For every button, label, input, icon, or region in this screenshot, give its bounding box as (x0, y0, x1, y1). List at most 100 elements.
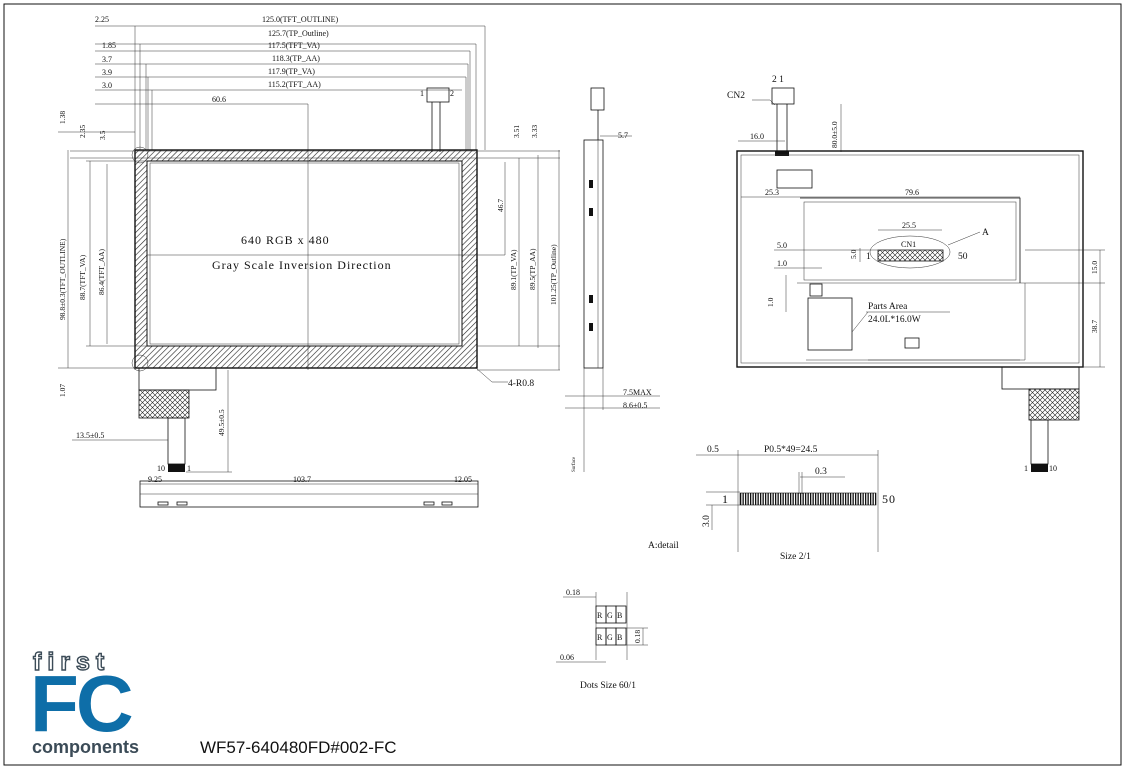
side-note: Surface (572, 456, 577, 472)
rear-outline (736, 150, 1084, 368)
dot-scale: Dots Size 60/1 (580, 681, 636, 691)
dim-left-1-85: 1.85 (102, 41, 116, 50)
dim-tp-va-width: 117.9(TP_VA) (268, 67, 315, 76)
dim-v-3-51: 3.51 (512, 125, 521, 138)
fpc-stiffener (138, 389, 190, 419)
dim-tft-aa-width: 115.2(TFT_AA) (268, 80, 321, 89)
rear-view: 2 1 CN2 16.0 80.0±5.0 25.3 79.6 25.5 CN1… (727, 75, 1105, 473)
corner-radius-label: 4-R0.8 (508, 379, 534, 389)
dim-tft-va-width: 117.5(TFT_VA) (268, 41, 320, 50)
model-number: WF57-640480FD#002-FC (200, 738, 397, 757)
front-connector-pin1: 1 (420, 89, 424, 98)
dim-left-3-0: 3.0 (102, 81, 112, 90)
dim-v-1-38: 1.38 (58, 111, 67, 124)
detail-3-0: 3.0 (702, 515, 712, 527)
dim-rear-1-0: 1.0 (777, 259, 787, 268)
dot-detail: 0.18 R G B R G B 0.18 0.06 Dots Size 60/… (556, 588, 648, 691)
front-connector-pin2: 2 (450, 89, 454, 98)
company-logo: first FC components (30, 648, 170, 760)
parts-area-size: 24.0L*16.0W (868, 315, 921, 325)
dim-bottom-9-25: 9.25 (148, 475, 162, 484)
page-border (3, 3, 1122, 766)
cn2-connector (771, 87, 795, 105)
dim-side-8-6: 8.6±0.5 (623, 401, 647, 410)
dim-tp-outline-width: 125.7(TP_Outline) (268, 29, 329, 38)
dot-dim-0-18: 0.18 (566, 588, 580, 597)
dim-bottom-12-05: 12.05 (454, 475, 472, 484)
detail-a: 0.5 P0.5*49=24.5 0.3 1 50 3.0 A:detail S… (648, 445, 896, 562)
dim-left-3-9: 3.9 (102, 68, 112, 77)
rear-fpc-pin-1: 1 (1024, 464, 1028, 473)
detail-0-3: 0.3 (815, 467, 827, 477)
detail-pitch: P0.5*49=24.5 (764, 445, 818, 455)
fpc-contacts (168, 464, 185, 472)
parts-area-label: Parts Area (868, 302, 908, 312)
fpc-pin-1: 1 (187, 464, 191, 473)
dot-g-1: G (607, 611, 613, 620)
fpc-tail (167, 417, 186, 465)
dim-rear-5-0-v: 5.0 (849, 249, 858, 259)
dim-rear-5-0: 5.0 (777, 241, 787, 250)
inversion-label: Gray Scale Inversion Direction (212, 258, 392, 272)
rear-fpc-pin-10: 10 (1049, 464, 1057, 473)
dim-rear-38-7: 38.7 (1090, 320, 1099, 333)
dot-dim-0-06: 0.06 (560, 653, 574, 662)
dim-center-60-6: 60.6 (212, 95, 226, 104)
dim-tft-outline-height: 98.8±0.3(TFT_OUTLINE) (58, 238, 67, 320)
dim-v-1-07: 1.07 (58, 384, 67, 397)
cn2-label: CN2 (727, 91, 745, 101)
logo-first: first (32, 648, 111, 676)
dim-fpc-length: 49.5±0.5 (217, 409, 226, 436)
detail-contact-row (739, 492, 877, 506)
fpc-upper (138, 367, 217, 391)
dim-v-3-5: 3.5 (98, 130, 107, 140)
rear-fpc-stiffener (1028, 388, 1080, 421)
cn2-pins: 2 1 (772, 75, 784, 85)
dim-v-46-7: 46.7 (496, 199, 505, 212)
dot-b-2: B (617, 633, 622, 642)
dot-dim-0-18-v: 0.18 (633, 630, 642, 643)
dim-tp-va-height: 89.1(TP_VA) (509, 249, 518, 290)
dim-rear-15-0: 15.0 (1090, 261, 1099, 274)
active-area (146, 160, 463, 347)
dot-b-1: B (617, 611, 622, 620)
cn1-pin-1: 1 (866, 252, 871, 262)
detail-pin-50: 50 (882, 492, 896, 506)
dim-left-3-7: 3.7 (102, 55, 112, 64)
detail-scale: Size 2/1 (780, 552, 811, 562)
resolution-label: 640 RGB x 480 (241, 233, 330, 247)
dim-rear-16-0: 16.0 (750, 132, 764, 141)
dim-rear-80: 80.0±5.0 (830, 121, 839, 148)
corner-mark-bottom (131, 354, 149, 372)
front-view: 2.25 125.0(TFT_OUTLINE) 125.7(TP_Outline… (58, 15, 560, 508)
dim-v-2-35: 2.35 (78, 125, 87, 138)
fpc-pin-10: 10 (157, 464, 165, 473)
dim-v-3-33: 3.33 (530, 125, 539, 138)
detail-pin-1: 1 (722, 492, 729, 506)
dot-r-2: R (597, 633, 603, 642)
cn1-label: CN1 (901, 240, 916, 249)
dim-side-7-5max: 7.5MAX (623, 388, 652, 397)
dim-tft-va-height: 88.7(TFT_VA) (78, 254, 87, 300)
side-view: 5.7 7.5MAX 8.6±0.5 Surface (565, 87, 660, 472)
logo-components: components (32, 737, 140, 757)
dim-rear-25-3: 25.3 (765, 188, 779, 197)
parts-area-box (807, 297, 853, 351)
cn1-connector (877, 249, 944, 262)
dim-rear-1-0-v: 1.0 (766, 297, 775, 307)
dim-tp-outline-height: 101.25(TP_Outline) (549, 244, 558, 305)
detail-a-marker: A (982, 228, 989, 238)
side-connector (590, 87, 605, 111)
dot-g-2: G (607, 633, 613, 642)
dim-fpc-width: 13.5±0.5 (76, 431, 104, 440)
detail-title: A:detail (648, 541, 679, 551)
dim-rear-79-6: 79.6 (905, 188, 919, 197)
detail-0-5: 0.5 (707, 445, 719, 455)
rear-label-pad (776, 169, 813, 189)
dot-r-1: R (597, 611, 603, 620)
cn1-pin-50: 50 (958, 252, 968, 262)
dim-rear-25-5: 25.5 (902, 221, 916, 230)
cn1-detail-circle (869, 235, 951, 269)
